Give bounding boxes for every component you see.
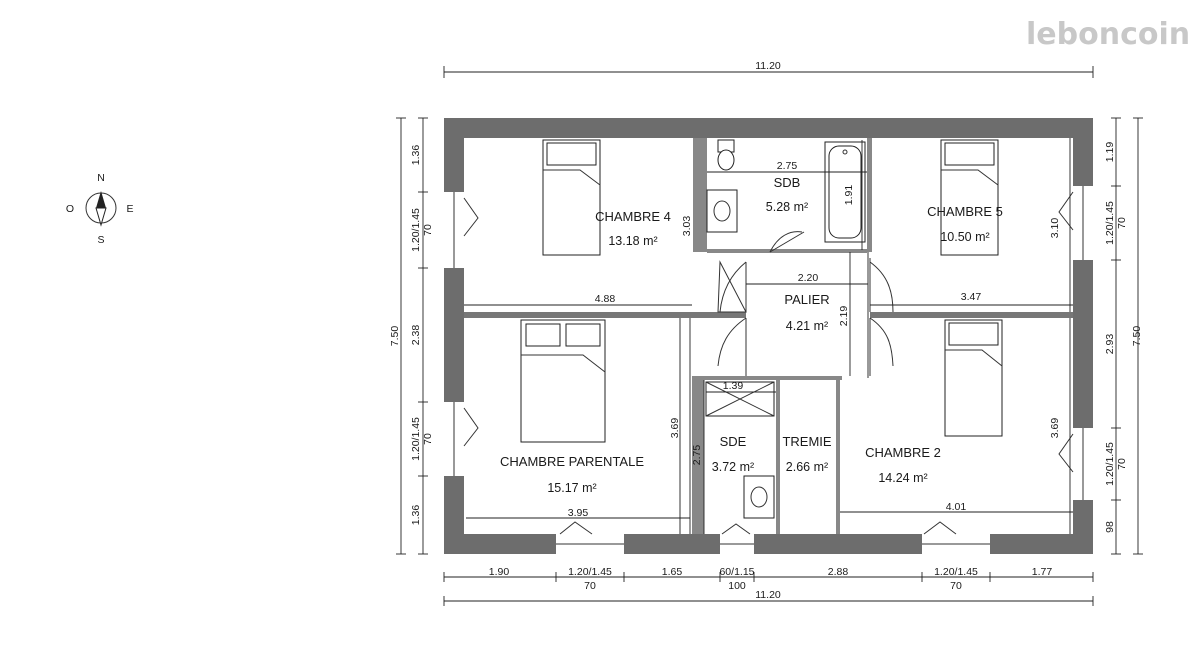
dim-right-6: 70 [1116, 458, 1128, 470]
leboncoin-watermark: leboncoin [1026, 17, 1190, 52]
dim-bottom-6: 100 [728, 580, 746, 592]
dim-c4-height: 3.03 [681, 216, 693, 237]
dim-bottom-2: 1.20/1.45 [568, 566, 612, 578]
exterior-dimensions: 11.20 1.90 1.20/1.45 70 1.65 60/1.15 100… [389, 60, 1143, 601]
dim-bottom-1: 1.90 [489, 566, 510, 578]
dim-bottom-3: 70 [584, 580, 596, 592]
dim-sde-height: 2.75 [691, 445, 703, 466]
dim-c5-height: 3.10 [1049, 218, 1061, 239]
dim-parentale-height: 3.69 [669, 418, 681, 439]
dim-bottom-7: 2.88 [828, 566, 849, 578]
room-area-parentale: 15.17 m² [547, 481, 596, 495]
dim-left-1: 1.36 [410, 145, 422, 166]
dim-palier-height: 2.19 [838, 306, 850, 327]
dim-bottom-9: 70 [950, 580, 962, 592]
dim-left-total: 7.50 [389, 326, 401, 347]
doors [717, 231, 894, 376]
room-name-chambre4: CHAMBRE 4 [595, 209, 671, 224]
dim-right-1: 1.19 [1104, 142, 1116, 163]
dim-sdb-width: 2.75 [777, 160, 798, 172]
dim-bottom-total: 11.20 [755, 589, 781, 601]
room-area-sde: 3.72 m² [712, 460, 754, 474]
dim-parentale-width: 3.95 [568, 507, 589, 519]
room-name-sde: SDE [720, 434, 747, 449]
room-area-tremie: 2.66 m² [786, 460, 828, 474]
dim-bottom-5: 60/1.15 [719, 566, 754, 578]
compass-north-arrow-icon [96, 191, 106, 208]
compass: N S E O [66, 172, 134, 246]
sink-icon [706, 189, 738, 233]
room-name-sdb: SDB [774, 175, 801, 190]
dim-left-3: 70 [422, 224, 434, 236]
dim-right-7: 98 [1104, 521, 1116, 533]
room-area-chambre5: 10.50 m² [940, 230, 989, 244]
compass-north: N [97, 172, 105, 184]
room-name-chambre5: CHAMBRE 5 [927, 204, 1003, 219]
dim-bottom-10: 1.77 [1032, 566, 1053, 578]
windows [453, 186, 1084, 545]
dim-left-7: 1.36 [410, 505, 422, 526]
dim-left-4: 2.38 [410, 325, 422, 346]
furniture [520, 139, 1003, 519]
room-area-chambre2: 14.24 m² [878, 471, 927, 485]
room-area-sdb: 5.28 m² [766, 200, 808, 214]
sink-icon [743, 475, 775, 519]
dim-left-2: 1.20/1.45 [410, 208, 422, 252]
dim-top-total: 11.20 [755, 60, 781, 72]
room-labels: CHAMBRE 4 13.18 m² SDB 5.28 m² CHAMBRE 5… [500, 175, 1003, 495]
room-name-tremie: TREMIE [782, 434, 831, 449]
dim-c2-height: 3.69 [1049, 418, 1061, 439]
dim-c4-width: 4.88 [595, 293, 616, 305]
compass-south: S [97, 234, 104, 246]
dim-left-6: 70 [422, 433, 434, 445]
compass-south-arrow-icon [95, 207, 107, 227]
dim-palier-width: 2.20 [798, 272, 819, 284]
dim-bottom-4: 1.65 [662, 566, 683, 578]
compass-west: O [66, 203, 74, 215]
room-name-chambre2: CHAMBRE 2 [865, 445, 941, 460]
dim-c2-width: 4.01 [946, 501, 967, 513]
dim-left-5: 1.20/1.45 [410, 417, 422, 461]
dim-right-3: 70 [1116, 217, 1128, 229]
dim-right-2: 1.20/1.45 [1104, 201, 1116, 245]
dim-sde-width: 1.39 [723, 380, 744, 392]
compass-east: E [126, 203, 133, 215]
exterior-dimension-lines [396, 66, 1143, 606]
interior-dimension-lines [464, 138, 1073, 534]
room-name-parentale: CHAMBRE PARENTALE [500, 454, 644, 469]
dim-right-total: 7.50 [1131, 326, 1143, 347]
dim-c5-width: 3.47 [961, 291, 982, 303]
dim-right-4: 2.93 [1104, 334, 1116, 355]
dim-sdb-height: 1.91 [843, 185, 855, 206]
interior-walls [464, 138, 1073, 534]
interior-dimensions: 4.88 3.03 2.75 1.91 2.20 2.19 3.47 3.10 … [568, 160, 1061, 519]
room-name-palier: PALIER [784, 292, 829, 307]
room-area-palier: 4.21 m² [786, 319, 828, 333]
dim-bottom-8: 1.20/1.45 [934, 566, 978, 578]
room-area-chambre4: 13.18 m² [608, 234, 657, 248]
dim-right-5: 1.20/1.45 [1104, 442, 1116, 486]
outer-walls [444, 118, 1093, 554]
